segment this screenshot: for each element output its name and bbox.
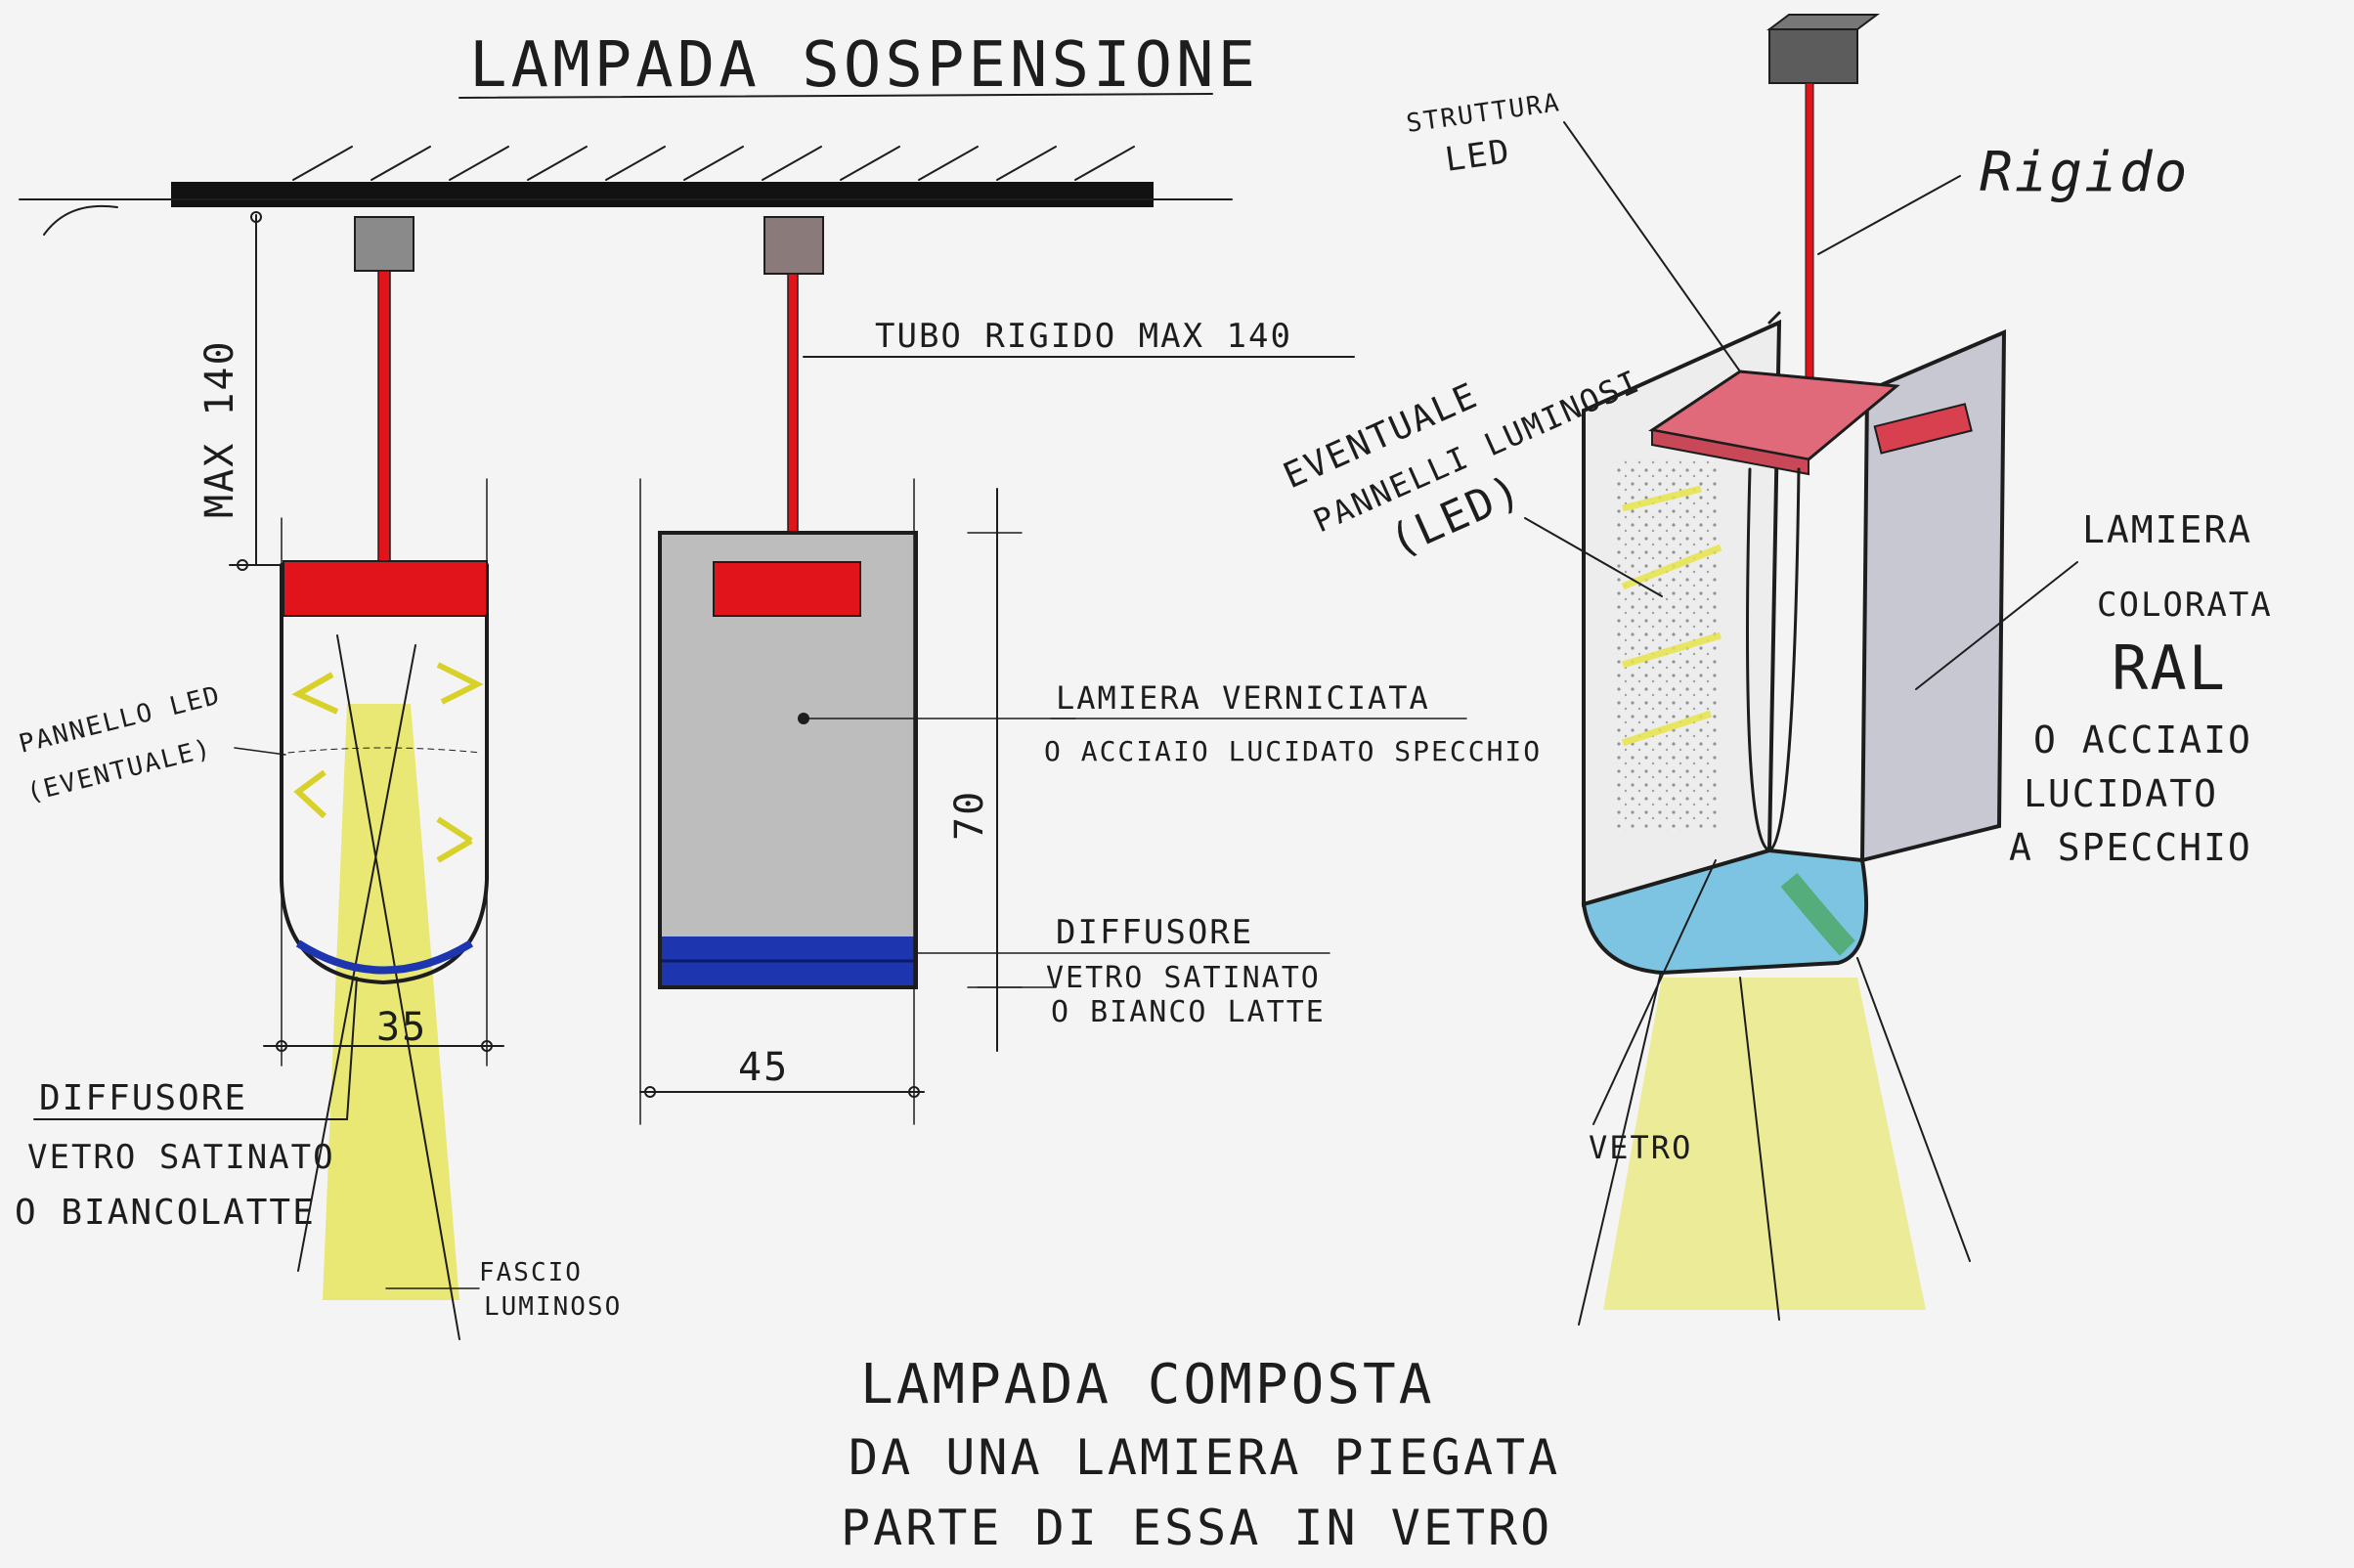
side-led-header xyxy=(713,561,861,617)
footer-line-1: LAMPADA COMPOSTA xyxy=(860,1353,1434,1416)
rigid-label: Rigido xyxy=(1980,141,2189,204)
perspective-sheet-5: LUCIDATO xyxy=(2024,772,2218,815)
perspective-glass: VETRO xyxy=(1589,1129,1692,1166)
led-header xyxy=(283,560,488,617)
beam-label-2: LUMINOSO xyxy=(484,1292,622,1322)
perspective-sheet-2: COLORATA xyxy=(2097,586,2273,625)
front-diffuser-line3: O BIANCOLATTE xyxy=(15,1193,316,1233)
side-view xyxy=(639,216,1355,1125)
perspective-sheet-4: O ACCIAIO xyxy=(2033,719,2252,762)
side-diffuser-title: DIFFUSORE xyxy=(1056,913,1253,952)
diffuser-arc xyxy=(295,939,474,975)
sketch-title: LAMPADA SOSPENSIONE xyxy=(469,29,1259,102)
side-diffuser-line2: VETRO SATINATO xyxy=(1046,961,1321,995)
side-tube xyxy=(787,273,799,534)
side-ceiling-mount xyxy=(763,216,824,275)
beam-label-1: FASCIO xyxy=(479,1258,583,1287)
title-underline xyxy=(458,93,1213,99)
ceiling xyxy=(19,146,1233,236)
front-view xyxy=(229,211,504,1340)
footer-line-2: DA UNA LAMIERA PIEGATA xyxy=(849,1429,1560,1486)
front-diffuser-title: DIFFUSORE xyxy=(39,1078,247,1118)
side-width-label: 45 xyxy=(738,1045,789,1090)
structure-label-1: STRUTTURA xyxy=(1405,88,1563,139)
footer-line-3: PARTE DI ESSA IN VETRO xyxy=(841,1500,1552,1556)
structure-label-2: LED xyxy=(1443,132,1513,180)
suspension-tube xyxy=(377,270,391,565)
side-sheet-line1: LAMIERA VERNICIATA xyxy=(1056,679,1430,717)
front-width-label: 35 xyxy=(376,1005,427,1050)
perspective-ceiling-mount xyxy=(1768,28,1858,84)
side-diffuser-line3: O BIANCO LATTE xyxy=(1051,995,1326,1029)
perspective-view xyxy=(1524,14,2078,1326)
led-chevrons xyxy=(291,662,484,863)
side-height-label: 70 xyxy=(947,790,992,841)
side-sheet-line2: O ACCIAIO LUCIDATO SPECCHIO xyxy=(1044,735,1542,767)
perspective-light-beam xyxy=(1603,978,1926,1310)
light-beam xyxy=(323,704,459,1300)
ceiling-mount xyxy=(354,216,414,272)
colored-sheet-panel xyxy=(1859,328,2007,863)
front-diffuser-line2: VETRO SATINATO xyxy=(27,1138,335,1177)
lamp-body xyxy=(280,563,489,985)
tube-label: TUBO RIGIDO MAX 140 xyxy=(875,317,1292,356)
led-panel-surface xyxy=(1613,459,1721,831)
perspective-sheet-6: A SPECCHIO xyxy=(2009,826,2252,869)
perspective-sheet-1: LAMIERA xyxy=(2082,508,2252,551)
max-height-label: MAX 140 xyxy=(197,339,242,518)
perspective-sheet-3: RAL xyxy=(2112,632,2227,704)
